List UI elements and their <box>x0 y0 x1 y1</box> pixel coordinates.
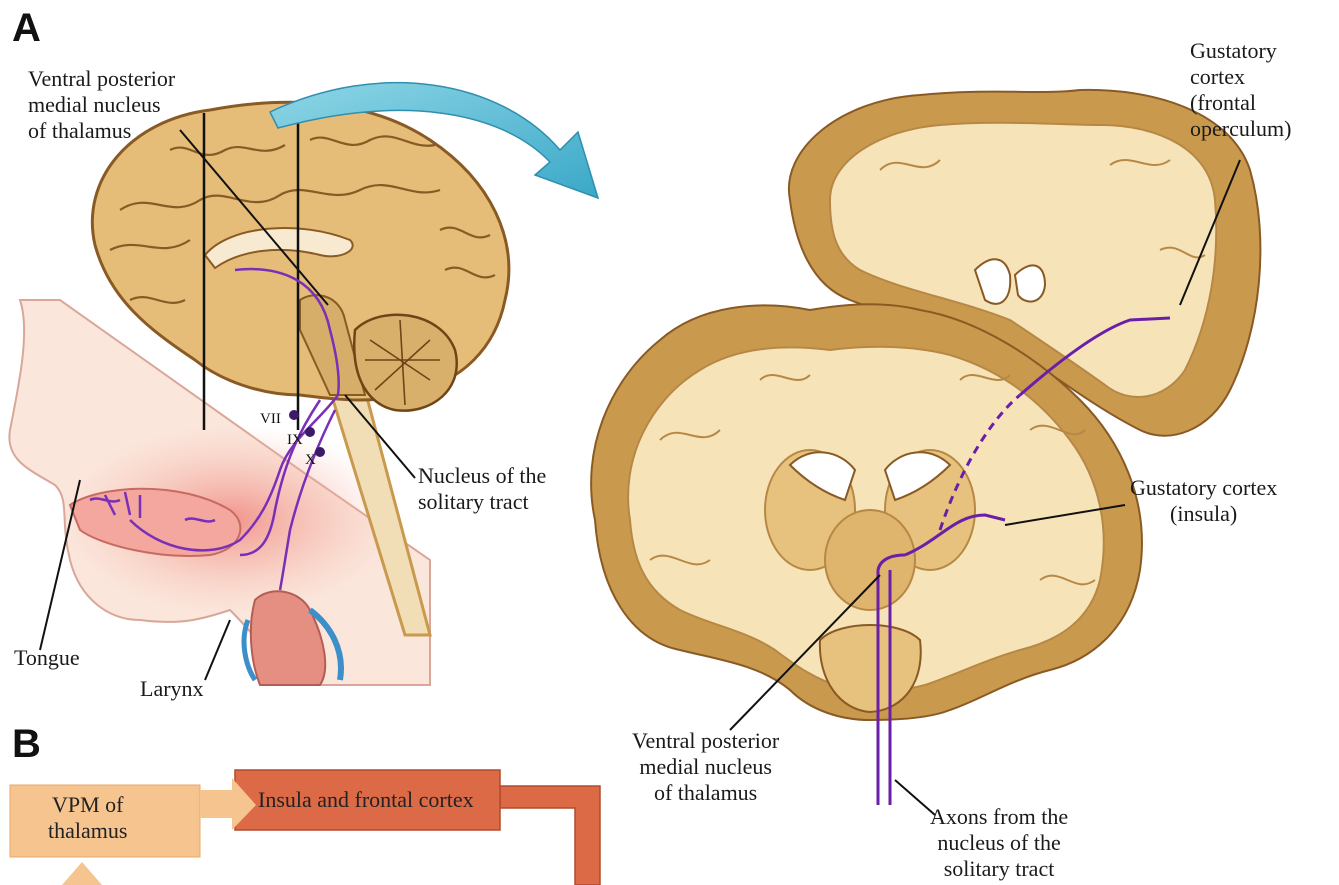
label-gustatory-cortex-frontal: Gustatory cortex (frontal operculum) <box>1190 38 1291 142</box>
panel-label-b: B <box>12 722 41 767</box>
flow-box-insula-frontal: Insula and frontal cortex <box>258 787 474 813</box>
label-tongue: Tongue <box>14 645 80 671</box>
label-vpm-thalamus-right: Ventral posterior medial nucleus of thal… <box>632 728 779 806</box>
label-cranial-nerve-vii: VII <box>260 411 281 428</box>
label-gustatory-cortex-insula: Gustatory cortex (insula) <box>1130 475 1277 527</box>
label-larynx: Larynx <box>140 676 204 702</box>
label-nucleus-solitary-tract: Nucleus of the solitary tract <box>418 463 546 515</box>
flow-box-vpm: VPM of thalamus <box>48 792 127 844</box>
label-axons-solitary-tract: Axons from the nucleus of the solitary t… <box>930 804 1068 882</box>
sagittal-brain <box>92 102 508 410</box>
label-cranial-nerve-x: X <box>305 452 316 469</box>
panel-label-a: A <box>12 6 41 51</box>
label-cranial-nerve-ix: IX <box>287 432 303 449</box>
label-vpm-thalamus-left: Ventral posterior medial nucleus of thal… <box>28 66 175 144</box>
